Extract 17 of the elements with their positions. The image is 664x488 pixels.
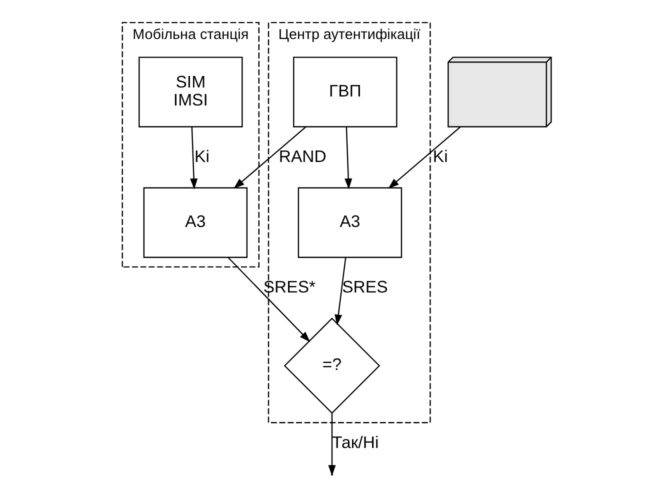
edge-label: RAND <box>278 146 326 166</box>
node-box: SIM IMSI <box>138 56 243 128</box>
arrow <box>228 257 310 342</box>
node-box: A3 <box>298 187 402 258</box>
arrow <box>190 126 198 190</box>
edge-label: Ki <box>194 146 210 166</box>
edge-label: Ki <box>432 146 448 166</box>
arrow <box>234 126 306 189</box>
node-box: ГВП <box>293 56 398 128</box>
node-box: A3 <box>143 187 248 258</box>
arrow <box>388 126 461 189</box>
arrow <box>344 126 352 190</box>
arrow <box>334 257 346 326</box>
node-diamond: =? <box>284 318 380 414</box>
edge-label: Так/Ні <box>332 433 379 452</box>
edge-label: SRES <box>342 277 388 296</box>
edge-label: SRES* <box>263 277 316 296</box>
